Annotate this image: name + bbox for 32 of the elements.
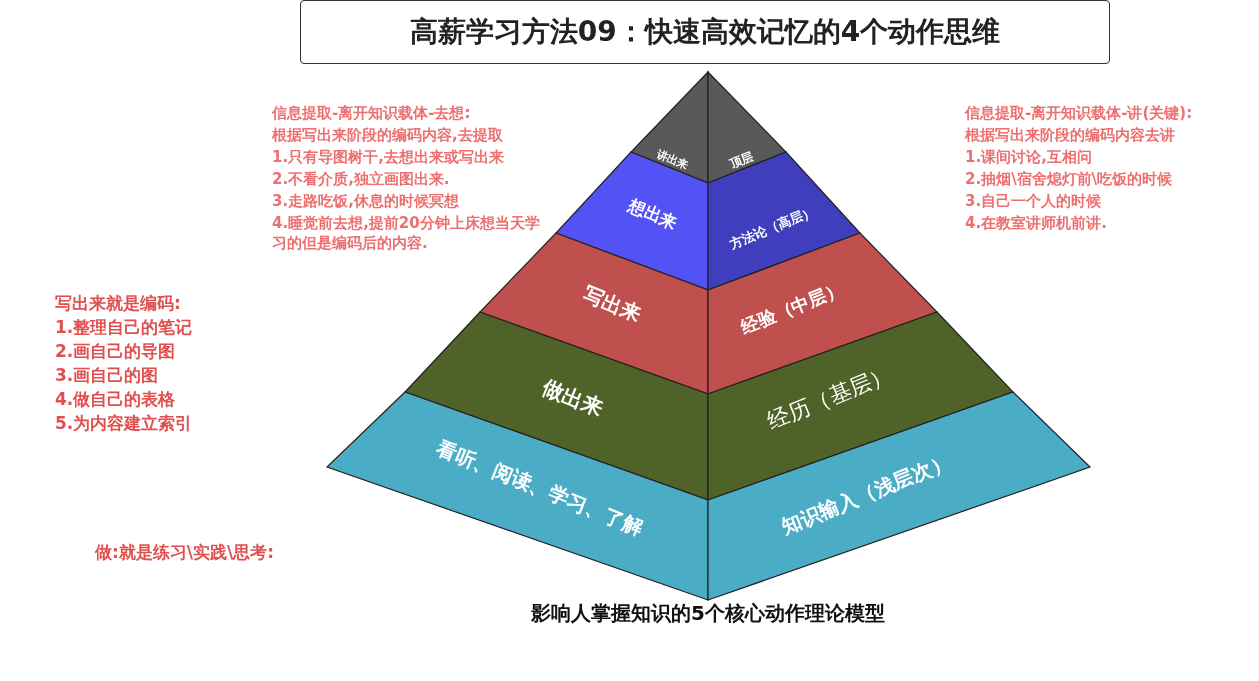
note-text: 2.画自己的导图 — [55, 340, 176, 363]
layer-label: 讲出来 — [654, 148, 690, 172]
note-text: 2.抽烟\宿舍熄灯前\吃饭的时候 — [965, 170, 1173, 190]
title-box: 高薪学习方法09：快速高效记忆的4个动作思维 — [300, 0, 1110, 64]
note-text: 3.画自己的图 — [55, 364, 159, 387]
note-text: 信息提取-离开知识载体-去想: — [272, 104, 471, 124]
note-text: 5.为内容建立索引 — [55, 412, 193, 435]
note-text: 1.只有导图树干,去想出来或写出来 — [272, 148, 504, 168]
layer-label: 想出来 — [624, 195, 680, 233]
layer-label: 看听、阅读、学习、了解 — [433, 436, 647, 540]
note-text: 1.整理自己的笔记 — [55, 316, 193, 339]
layer-label: 经验（中层） — [738, 278, 846, 338]
note-text: 3.走路吃饭,休息的时候冥想 — [272, 192, 459, 212]
note-text: 4.做自己的表格 — [55, 388, 176, 411]
caption: 影响人掌握知识的5个核心动作理论模型 — [530, 600, 886, 627]
layer-label: 写出来 — [580, 282, 644, 326]
note-text: 根据写出来阶段的编码内容,去提取 — [272, 126, 503, 146]
note-text: 做:就是练习\实践\思考: — [95, 541, 274, 564]
layer-label: 做出来 — [538, 375, 606, 421]
layer-label: 方法论（高层） — [727, 204, 817, 252]
note-text: 1.课间讨论,互相问 — [965, 148, 1092, 168]
layer-label: 顶层 — [728, 149, 756, 171]
note-text: 信息提取-离开知识载体-讲(关键): — [965, 104, 1193, 124]
note-text: 写出来就是编码: — [55, 292, 181, 315]
layer-label: 经历（基层） — [764, 362, 896, 435]
pyramid-face — [708, 72, 786, 183]
note-text: 根据写出来阶段的编码内容去讲 — [965, 126, 1175, 146]
note-text: 4.睡觉前去想,提前20分钟上床想当天学习的但是编码后的内容. — [272, 214, 541, 253]
note-text: 4.在教室讲师机前讲. — [965, 214, 1107, 234]
note-text: 3.自己一个人的时候 — [965, 192, 1102, 212]
layer-label: 知识输入（浅层次） — [778, 450, 954, 538]
note-text: 2.不看介质,独立画图出来. — [272, 170, 450, 190]
